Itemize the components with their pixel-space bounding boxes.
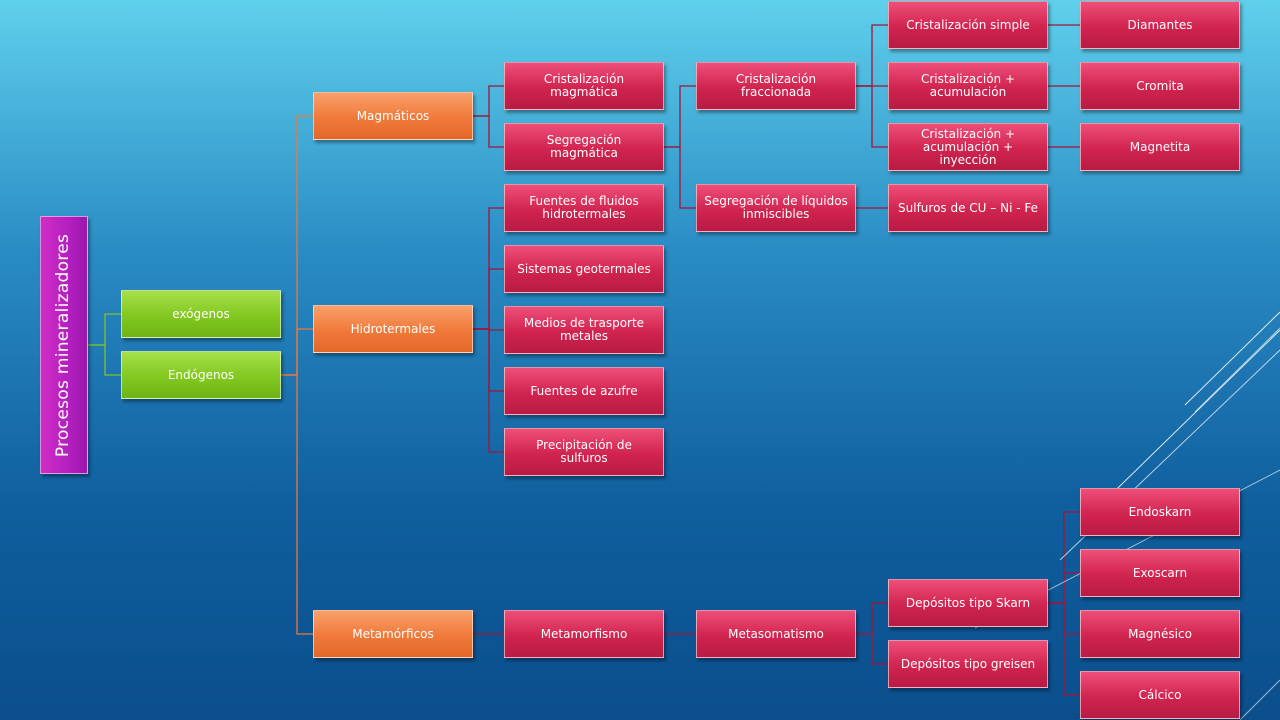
connector-node-magmaticos-node-segregacion-magmatica (473, 115, 504, 148)
node-exoscarn: Exoscarn (1080, 549, 1240, 597)
connector-node-segregacion-magmatica-node-cristalizacion-fraccionada (664, 85, 696, 148)
connector-node-hidrotermales-node-sistemas-geotermales (473, 268, 504, 330)
node-diamantes: Diamantes (1080, 1, 1240, 49)
connector-node-depositos-skarn-node-calcico (1048, 602, 1080, 696)
node-cristalizacion-simple: Cristalización simple (888, 1, 1048, 49)
connector-node-hidrotermales-node-precipitacion-sulfuros (473, 328, 504, 453)
node-precipitacion-sulfuros: Precipitación de sulfuros (504, 428, 664, 476)
node-cromita: Cromita (1080, 62, 1240, 110)
connector-node-segregacion-magmatica-node-segregacion-liquidos (664, 146, 696, 209)
node-fuentes-fluidos: Fuentes de fluidos hidrotermales (504, 184, 664, 232)
root-label: Procesos mineralizadores (53, 233, 74, 457)
node-sistemas-geotermales: Sistemas geotermales (504, 245, 664, 293)
node-magnetita: Magnetita (1080, 123, 1240, 171)
connector-node-procesos-mineralizadores-node-endogenos (88, 344, 121, 376)
node-cristalizacion-acumulacion-inyeccion: Cristalización + acumulación + inyección (888, 123, 1048, 171)
node-medios-transporte: Medios de trasporte metales (504, 306, 664, 354)
connector-node-metasomatismo-node-depositos-skarn (856, 602, 888, 635)
node-exogenos: exógenos (121, 290, 281, 338)
node-endoskarn: Endoskarn (1080, 488, 1240, 536)
node-segregacion-magmatica: Segregación magmática (504, 123, 664, 171)
connector-node-endogenos-node-metamorficos (281, 374, 313, 635)
node-magmaticos: Magmáticos (313, 92, 473, 140)
node-fuentes-azufre: Fuentes de azufre (504, 367, 664, 415)
connector-node-cristalizacion-fraccionada-node-cristalizacion-acumulacion-inyeccion (856, 85, 888, 148)
node-cristalizacion-acumulacion: Cristalización + acumulación (888, 62, 1048, 110)
connector-node-cristalizacion-fraccionada-node-cristalizacion-simple (856, 24, 888, 87)
node-hidrotermales: Hidrotermales (313, 305, 473, 353)
node-segregacion-liquidos: Segregación de líquidos inmiscibles (696, 184, 856, 232)
connector-node-endogenos-node-hidrotermales (281, 328, 313, 376)
node-metamorficos: Metamórficos (313, 610, 473, 658)
connector-node-metasomatismo-node-depositos-greisen (856, 633, 888, 665)
node-sulfuros: Sulfuros de CU – Ni - Fe (888, 184, 1048, 232)
node-metasomatismo: Metasomatismo (696, 610, 856, 658)
node-depositos-greisen: Depósitos tipo greisen (888, 640, 1048, 688)
node-cristalizacion-fraccionada: Cristalización fraccionada (696, 62, 856, 110)
node-depositos-skarn: Depósitos tipo Skarn (888, 579, 1048, 627)
connector-node-procesos-mineralizadores-node-exogenos (88, 313, 121, 346)
node-calcico: Cálcico (1080, 671, 1240, 719)
connector-node-magmaticos-node-cristalizacion-magmatica (473, 85, 504, 117)
node-cristalizacion-magmatica: Cristalización magmática (504, 62, 664, 110)
connector-node-depositos-skarn-node-exoscarn (1048, 572, 1080, 604)
node-magnesico: Magnésico (1080, 610, 1240, 658)
node-metamorfismo: Metamorfismo (504, 610, 664, 658)
node-endogenos: Endógenos (121, 351, 281, 399)
node-procesos-mineralizadores: Procesos mineralizadores (40, 216, 88, 474)
